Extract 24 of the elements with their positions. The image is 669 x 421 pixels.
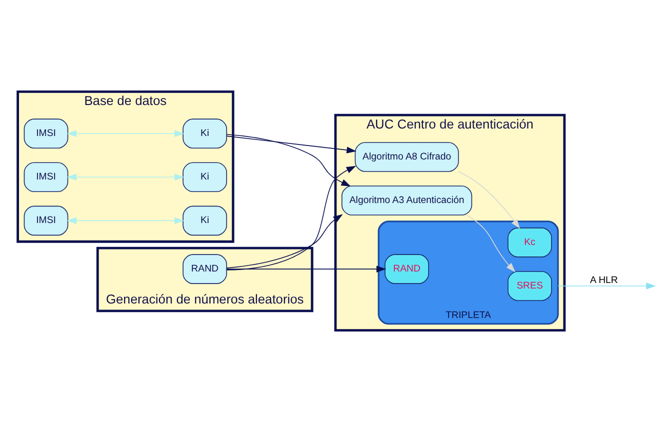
node-box: SRES xyxy=(508,270,552,300)
node-box: Ki xyxy=(182,162,228,192)
node-box: Algoritmo A3 Autenticación xyxy=(342,185,472,215)
node-box: Ki xyxy=(182,205,228,236)
arrow xyxy=(66,173,184,180)
arrow xyxy=(226,133,351,186)
node-box: RAND xyxy=(384,254,429,284)
arrow xyxy=(66,130,184,136)
node-box: Ki xyxy=(182,118,228,148)
node-box: IMSI xyxy=(24,118,68,148)
arrow xyxy=(226,135,356,153)
arrow xyxy=(558,282,656,289)
node-box: RAND xyxy=(182,254,228,284)
node-box: IMSI xyxy=(24,162,68,192)
arrow xyxy=(66,216,184,224)
arrow xyxy=(226,165,356,270)
arrow xyxy=(226,265,386,272)
arrow xyxy=(226,214,343,268)
arrow xyxy=(466,214,516,272)
node-box: Algoritmo A8 Cifrado xyxy=(354,142,459,172)
node-box: IMSI xyxy=(24,205,68,236)
node-box: Kc xyxy=(508,227,552,257)
edge-label: A HLR xyxy=(590,274,618,286)
arrow xyxy=(458,170,520,228)
